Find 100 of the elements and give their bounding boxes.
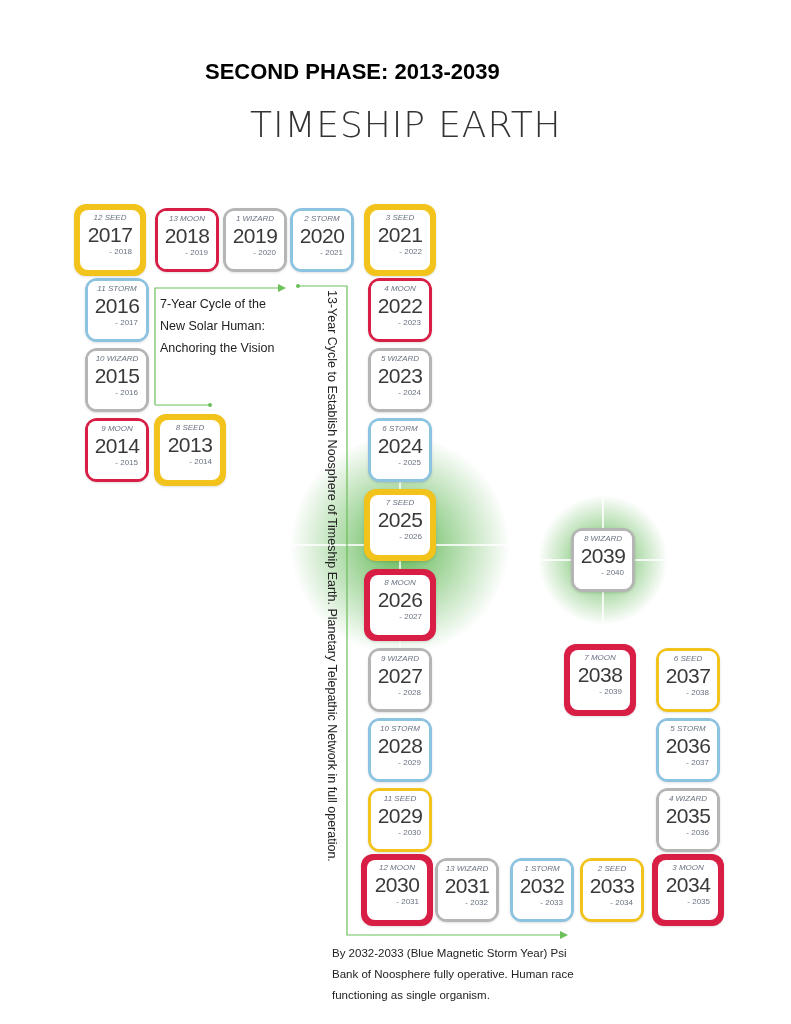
year-tile: [154, 414, 226, 486]
tile-label: 2 SEED: [597, 865, 627, 873]
year-number: 2024: [377, 433, 423, 459]
year-end: - 2029: [398, 759, 422, 768]
year-end: - 2030: [398, 829, 422, 838]
year-tile: [510, 858, 574, 922]
year-end: - 2040: [601, 569, 625, 578]
year-tile: [368, 348, 432, 412]
year-number: 2030: [374, 872, 420, 898]
year-end: - 2016: [115, 389, 139, 398]
year-number: 2014: [94, 433, 140, 459]
year-number: 2023: [377, 363, 423, 389]
year-end: - 2037: [686, 759, 710, 768]
year-end: - 2031: [396, 898, 420, 907]
tile-label: 12 SEED: [93, 214, 127, 222]
year-end: - 2038: [686, 689, 710, 698]
year-tile: [656, 788, 720, 852]
year-end: - 2024: [398, 389, 422, 398]
year-tile: [656, 648, 720, 712]
year-tile: [361, 854, 433, 926]
year-tile: [364, 204, 436, 276]
subtitle: TIMESHIP EARTH: [250, 103, 562, 147]
tile-label: 13 WIZARD: [445, 865, 489, 873]
year-number: 2033: [589, 873, 635, 899]
tile-label: 1 WIZARD: [235, 215, 275, 223]
year-number: 2034: [665, 872, 711, 898]
year-end: - 2023: [398, 319, 422, 328]
year-tile: [435, 858, 499, 922]
tile-label: 13 MOON: [169, 215, 205, 223]
year-end: - 2026: [399, 533, 423, 542]
year-tile: [155, 208, 219, 272]
year-number: 2038: [577, 662, 623, 688]
year-end: - 2036: [686, 829, 710, 838]
tile-label: 3 MOON: [672, 864, 704, 872]
year-tile: [656, 718, 720, 782]
tile-label: 5 WIZARD: [380, 355, 420, 363]
year-tile: [290, 208, 354, 272]
year-tile: [85, 348, 149, 412]
year-number: 2039: [580, 543, 626, 569]
tile-label: 8 MOON: [384, 579, 416, 587]
year-number: 2028: [377, 733, 423, 759]
year-end: - 2015: [115, 459, 139, 468]
year-number: 2036: [665, 733, 711, 759]
tile-label: 9 MOON: [101, 425, 133, 433]
tile-label: 8 WIZARD: [583, 535, 623, 543]
title: SECOND PHASE: 2013-2039: [205, 58, 500, 86]
year-number: 2022: [377, 293, 423, 319]
year-end: - 2021: [320, 249, 344, 258]
year-end: - 2028: [398, 689, 422, 698]
year-end: - 2018: [109, 248, 133, 257]
year-end: - 2019: [185, 249, 209, 258]
year-end: - 2027: [399, 613, 423, 622]
year-number: 2015: [94, 363, 140, 389]
year-tile: [85, 418, 149, 482]
year-number: 2020: [299, 223, 345, 249]
year-number: 2021: [377, 222, 423, 248]
year-end: - 2022: [399, 248, 423, 257]
tile-label: 11 SEED: [383, 795, 417, 803]
year-tile: [368, 788, 432, 852]
year-tile: [74, 204, 146, 276]
year-number: 2031: [444, 873, 490, 899]
year-tile: [85, 278, 149, 342]
tile-label: 2 STORM: [304, 215, 340, 223]
tile-label: 4 WIZARD: [668, 795, 708, 803]
tile-label: 10 WIZARD: [95, 355, 139, 363]
year-tile: [364, 569, 436, 641]
year-number: 2017: [87, 222, 133, 248]
year-number: 2018: [164, 223, 210, 249]
tile-label: 6 STORM: [382, 425, 418, 433]
year-end: - 2032: [465, 899, 489, 908]
year-end: - 2039: [599, 688, 623, 697]
year-number: 2029: [377, 803, 423, 829]
year-number: 2016: [94, 293, 140, 319]
year-tile: [368, 278, 432, 342]
year-tile: [564, 644, 636, 716]
year-number: 2027: [377, 663, 423, 689]
year-end: - 2033: [540, 899, 564, 908]
tile-label: 7 SEED: [385, 499, 415, 507]
year-tile: [652, 854, 724, 926]
tile-label: 7 MOON: [584, 654, 616, 662]
year-tile: [368, 418, 432, 482]
outcome-note: By 2032-2033 (Blue Magnetic Storm Year) Psi Bank of Noosphere fully operative. Human race functioning as single organism.: [332, 946, 575, 1003]
year-number: 2026: [377, 587, 423, 613]
year-tile: [571, 528, 635, 592]
year-end: - 2020: [253, 249, 277, 258]
year-tile: [580, 858, 644, 922]
year-tile: [223, 208, 287, 272]
year-end: - 2017: [115, 319, 139, 328]
tile-label: 9 WIZARD: [380, 655, 420, 663]
year-end: - 2014: [189, 458, 213, 467]
year-end: - 2035: [687, 898, 711, 907]
year-number: 2032: [519, 873, 565, 899]
tile-label: 8 SEED: [175, 424, 205, 432]
tile-label: 11 STORM: [97, 285, 137, 293]
tile-label: 10 STORM: [380, 725, 420, 733]
year-end: - 2034: [610, 899, 634, 908]
tile-label: 3 SEED: [385, 214, 415, 222]
year-number: 2019: [232, 223, 278, 249]
cycle-note: 7-Year Cycle of the New Solar Human: Anchoring the Vision: [160, 296, 276, 357]
year-number: 2037: [665, 663, 711, 689]
